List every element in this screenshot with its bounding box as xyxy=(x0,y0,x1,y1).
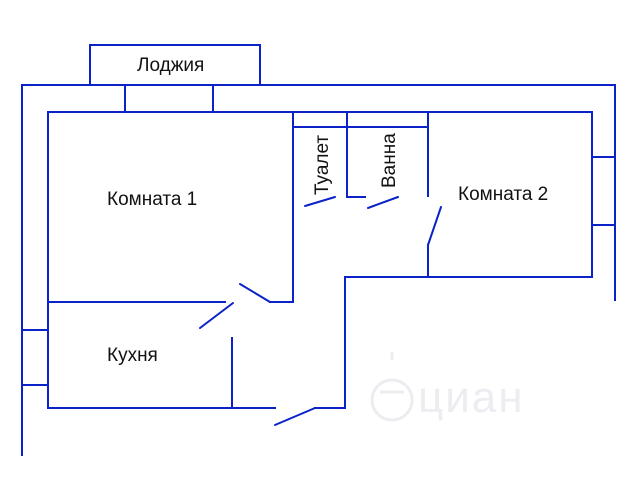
loggia-walls xyxy=(89,44,261,113)
inner-walls xyxy=(47,111,593,409)
door-toilet xyxy=(304,196,336,207)
label-loggia: Лоджия xyxy=(137,55,204,76)
watermark-logo-icon xyxy=(370,352,414,422)
watermark: циан xyxy=(370,352,525,422)
label-bath: Ванна xyxy=(379,133,400,188)
door-room2 xyxy=(427,206,442,246)
door-room1 xyxy=(239,283,271,303)
label-room2: Комната 2 xyxy=(458,184,548,205)
label-kitchen: Кухня xyxy=(107,345,158,366)
doors xyxy=(199,196,442,426)
label-room1: Комната 1 xyxy=(107,189,197,210)
watermark-text: циан xyxy=(418,373,525,422)
door-entrance xyxy=(274,407,316,426)
outer-walls xyxy=(21,84,616,456)
door-kitchen xyxy=(199,302,234,329)
label-toilet: Туалет xyxy=(312,135,333,195)
door-bath xyxy=(367,196,399,209)
